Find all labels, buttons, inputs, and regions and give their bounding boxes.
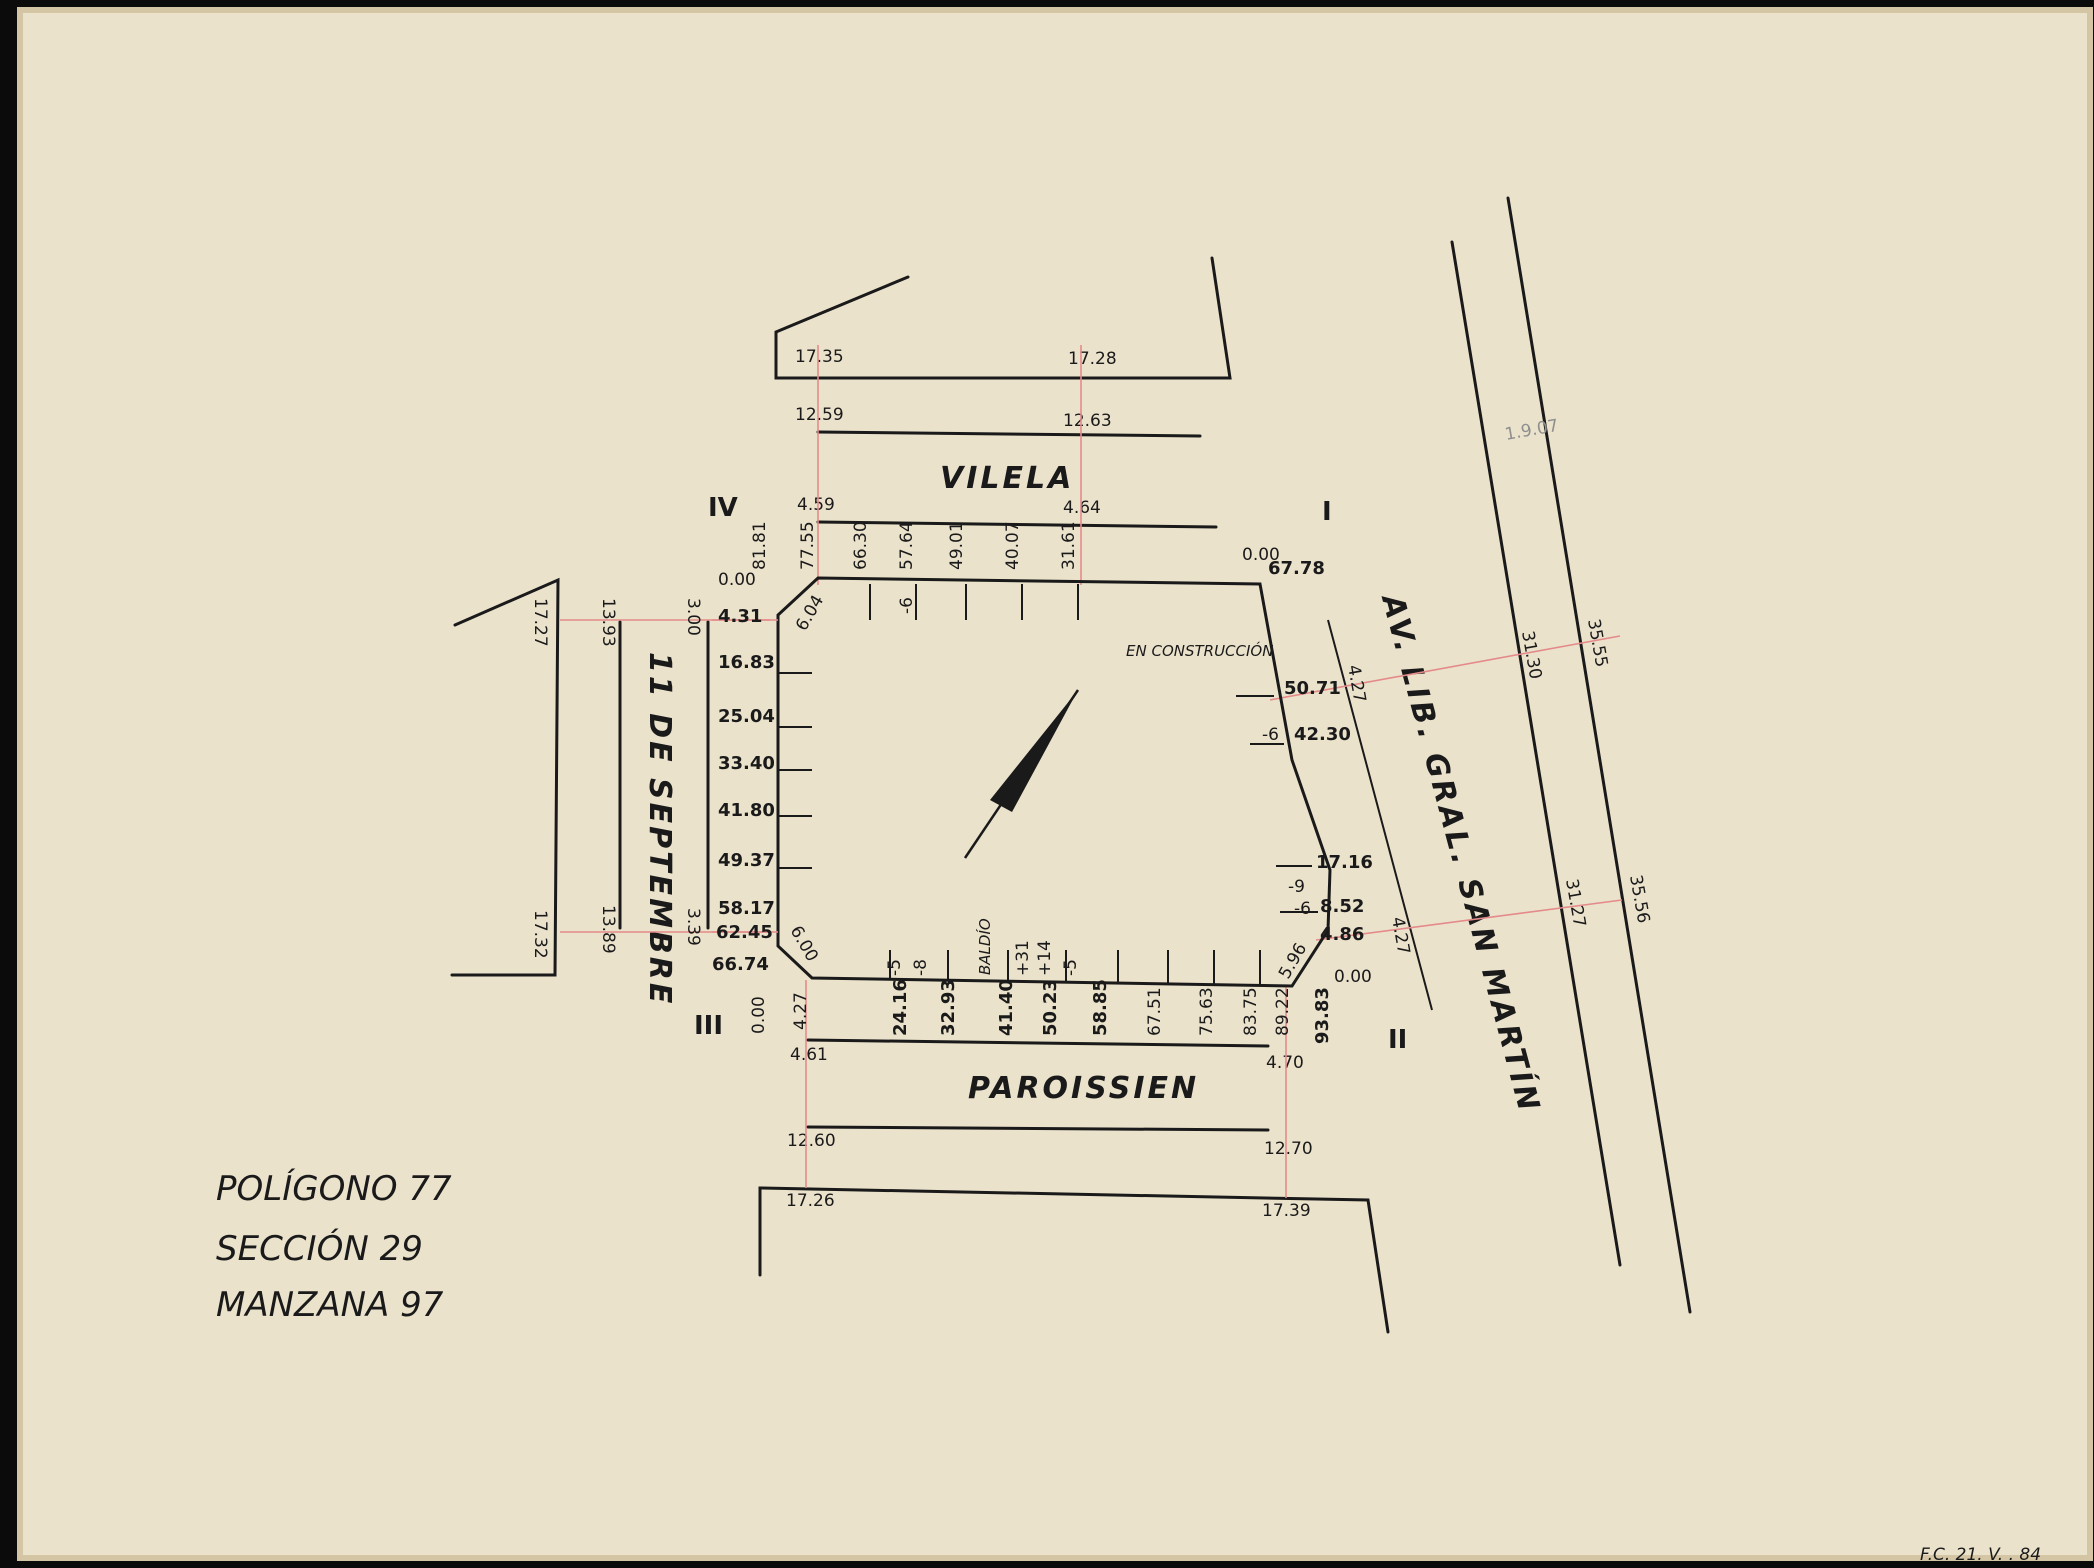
lot-bottom-1: 4.27 (791, 992, 811, 1030)
lot-top-right-zero: 0.00 (1242, 545, 1280, 565)
lot-left-3: 25.04 (718, 706, 775, 727)
lot-top-4: 49.01 (947, 521, 967, 570)
block-outline (712, 576, 1332, 988)
lot-left-4: 33.40 (718, 753, 775, 774)
lot-bottom-6: 41.40 (996, 979, 1017, 1036)
lot-bottom-14: 83.75 (1241, 987, 1261, 1036)
north-arrow-icon (990, 690, 1078, 812)
measure-sep-outer-bottom: 17.32 (530, 910, 550, 959)
measure-paroissien-top-right: 4.70 (1266, 1053, 1304, 1073)
measure-vilela-top-left: 17.35 (795, 347, 844, 367)
measure-paroissien-low-left: 17.26 (786, 1191, 835, 1211)
lot-bottom-9: 50.23 (1040, 979, 1061, 1036)
legend-poligono: POLÍGONO 77 (216, 1168, 452, 1209)
lot-bottom-3: -5 (885, 959, 905, 976)
lot-bottom-13: 75.63 (1197, 987, 1217, 1036)
note-baldio: BALDÍO (975, 918, 994, 975)
measure-vilela-low-left: 4.59 (797, 495, 835, 515)
block-top-labels: 77.55 66.30 -6 57.64 49.01 40.07 31.61 8… (718, 521, 1325, 614)
block-bottom-labels: 0.00 4.27 24.16 -5 -8 32.93 41.40 +31 +1… (749, 940, 1372, 1044)
measure-vilela-top-right: 17.28 (1068, 349, 1117, 369)
lot-right-0: 50.71 (1284, 678, 1341, 699)
paper-edge (17, 7, 2093, 1561)
measure-vilela-mid-left: 12.59 (795, 405, 844, 425)
lot-left-0: 4.31 (718, 606, 762, 627)
measure-sep-mid-bottom: 13.89 (598, 905, 618, 954)
street-11-septiembre: 11 DE SEPTEMBRE (642, 652, 677, 1006)
septiembre-street: 11 DE SEPTEMBRE 17.27 17.32 13.93 13.89 … (450, 577, 770, 1006)
lot-right-1: -6 (1262, 725, 1279, 745)
lot-bottom-5: 32.93 (938, 979, 959, 1036)
lot-top-2: -6 (897, 597, 917, 614)
lot-bottom-4: -8 (911, 959, 931, 976)
legend: POLÍGONO 77 SECCIÓN 29 MANZANA 97 (216, 1168, 452, 1325)
lot-right-4: -9 (1288, 877, 1305, 897)
lot-top-5: 40.07 (1003, 521, 1023, 570)
measure-paroissien-top-left: 4.61 (790, 1045, 828, 1065)
legend-seccion: SECCIÓN 29 (216, 1228, 423, 1269)
lot-top-3: 57.64 (897, 521, 917, 570)
lot-right-2: 42.30 (1294, 724, 1351, 745)
lot-top-corner: 81.81 (750, 521, 770, 570)
lot-left-6: 49.37 (718, 850, 775, 871)
lot-bottom-10: -5 (1061, 959, 1081, 976)
measure-sep-inner-bottom: 3.39 (683, 908, 703, 946)
lot-top-zero: 0.00 (718, 570, 756, 590)
measure-sep-inner-top: 3.00 (683, 598, 703, 636)
lot-bottom-15: 89.22 (1273, 987, 1293, 1036)
lot-top-right: 67.78 (1268, 558, 1325, 579)
lot-bottom-7: +31 (1013, 940, 1033, 976)
corner-ii: II (1388, 1025, 1407, 1055)
paroissien-street: PAROISSIEN 4.61 4.70 12.60 12.70 17.26 1… (758, 980, 1390, 1334)
lot-left-2: 16.83 (718, 652, 775, 673)
measure-paroissien-low-right: 17.39 (1262, 1201, 1311, 1221)
lot-bottom-8: +14 (1035, 940, 1055, 976)
lot-right-3: 17.16 (1316, 852, 1373, 873)
lot-top-1: 66.30 (851, 521, 871, 570)
lot-left-5: 41.80 (718, 800, 775, 821)
lot-bottom-11: 58.85 (1090, 979, 1111, 1036)
margin-note: F.C. 21. V. . 84 (1920, 1545, 2041, 1565)
measure-vilela-mid-right: 12.63 (1063, 411, 1112, 431)
measure-sep-outer-top: 17.27 (530, 598, 550, 647)
lot-bottom-16: 93.83 (1312, 987, 1333, 1044)
vilela-street: VILELA 17.35 17.28 12.59 12.63 4.59 4.64 (774, 256, 1232, 585)
corner-i: I (1322, 497, 1332, 527)
corner-iii: III (694, 1011, 723, 1041)
lot-left-8: 62.45 (716, 922, 773, 943)
measure-vilela-low-right: 4.64 (1063, 498, 1101, 518)
lot-left-10: 66.74 (712, 954, 769, 975)
lot-left-7: 58.17 (718, 898, 775, 919)
paper (20, 10, 2090, 1558)
legend-manzana: MANZANA 97 (216, 1285, 444, 1325)
lot-bottom-0: 0.00 (749, 996, 769, 1034)
corner-iv: IV (708, 493, 738, 523)
measure-sep-mid-top: 13.93 (598, 598, 618, 647)
note-en-construccion: EN CONSTRUCCIÓN (1126, 641, 1273, 660)
lot-bottom-12: 67.51 (1145, 987, 1165, 1036)
lot-right-7: 4.86 (1320, 924, 1364, 945)
lot-right-5: -6 (1294, 899, 1311, 919)
block-right-labels: 50.71 -6 42.30 17.16 -9 -6 8.52 4.86 5.9… (1262, 678, 1373, 983)
lot-top-6: 31.61 (1059, 521, 1079, 570)
measure-paroissien-mid-right: 12.70 (1264, 1139, 1313, 1159)
street-vilela: VILELA (940, 461, 1074, 496)
measure-paroissien-mid-left: 12.60 (787, 1131, 836, 1151)
lot-top-0: 77.55 (798, 521, 818, 570)
lot-bottom-2: 24.16 (890, 979, 911, 1036)
lot-bottom-17: 0.00 (1334, 967, 1372, 987)
street-paroissien: PAROISSIEN (968, 1071, 1199, 1106)
lot-right-6: 8.52 (1320, 896, 1364, 917)
